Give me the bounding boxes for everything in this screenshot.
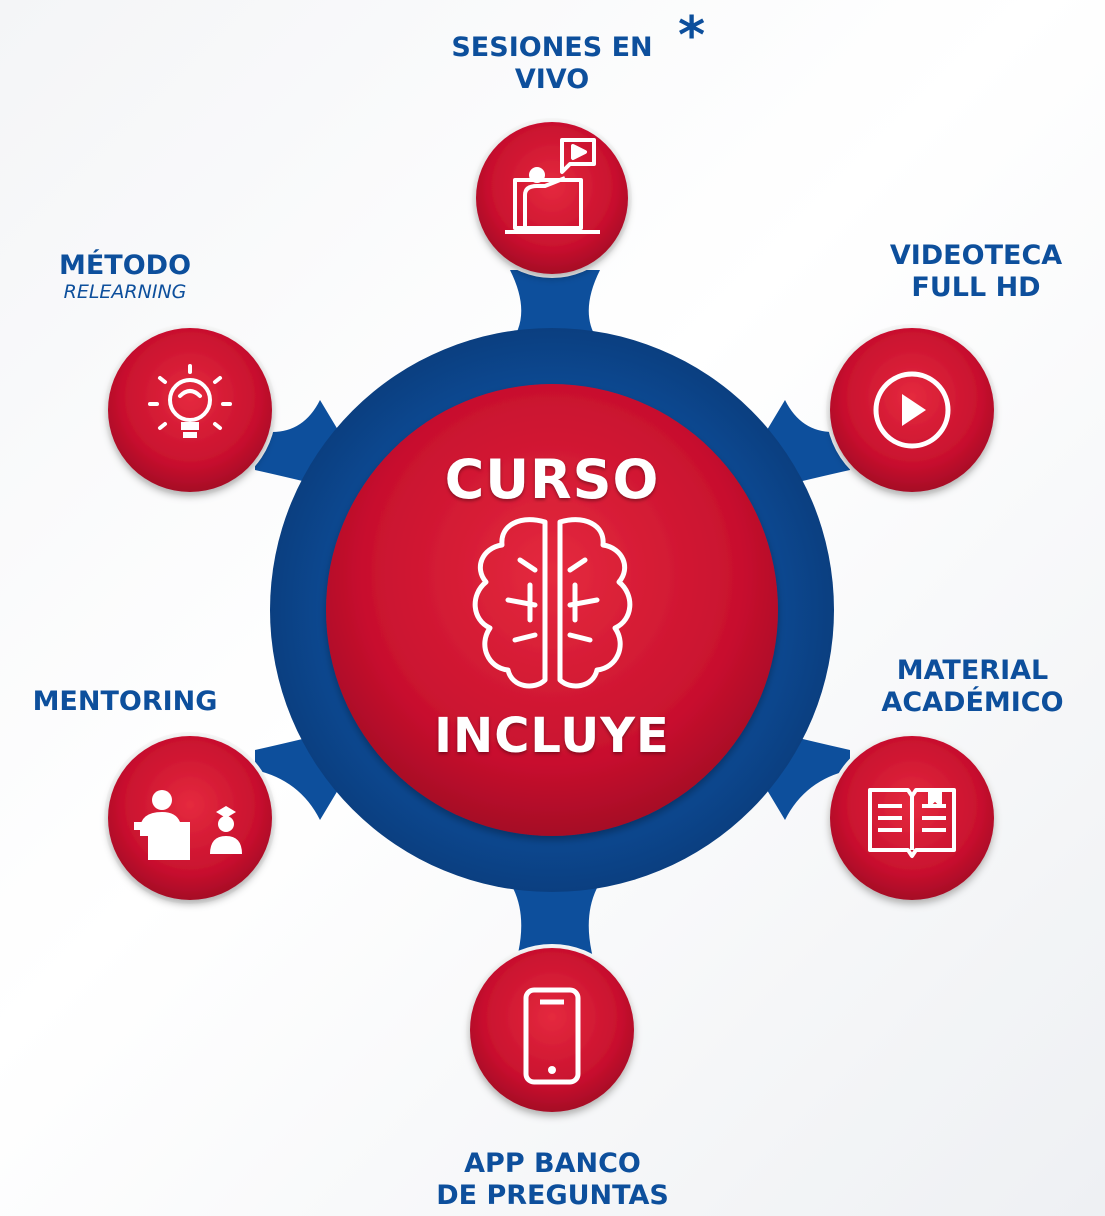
label-sesiones-line1: SESIONES EN (451, 32, 653, 63)
center-title-bottom: INCLUYE (434, 708, 670, 764)
label-mentoring: MENTORING (5, 686, 245, 718)
live-class-icon (505, 138, 600, 234)
play-icon (873, 371, 951, 449)
node-app[interactable] (466, 944, 638, 1116)
label-material-line1: MATERIAL (896, 655, 1049, 686)
label-sesiones-line2: VIVO (514, 64, 590, 96)
label-mentoring-line1: MENTORING (32, 686, 218, 717)
label-videoteca: VIDEOTECA FULL HD (856, 240, 1096, 305)
center-circle (326, 384, 778, 836)
lightbulb-icon (148, 364, 232, 438)
node-sesiones[interactable] (472, 118, 632, 278)
label-material: MATERIAL ACADÉMICO (845, 655, 1100, 720)
label-metodo: MÉTODO RELEARNING (15, 250, 235, 303)
label-videoteca-line2: FULL HD (911, 272, 1041, 304)
node-metodo[interactable] (104, 324, 276, 496)
label-material-line2: ACADÉMICO (881, 687, 1064, 719)
label-app-line1: APP BANCO (464, 1148, 641, 1179)
label-videoteca-line1: VIDEOTECA (889, 240, 1063, 271)
book-icon (868, 788, 956, 858)
label-metodo-subline: RELEARNING (63, 281, 187, 304)
label-sesiones: SESIONES EN VIVO (402, 32, 702, 97)
label-metodo-line1: MÉTODO (58, 250, 192, 281)
brain-icon (472, 517, 633, 689)
label-app-line2: DE PREGUNTAS (436, 1180, 669, 1212)
asterisk-marker: * (678, 6, 706, 66)
node-mentoring[interactable] (104, 732, 276, 904)
label-app: APP BANCO DE PREGUNTAS (380, 1148, 725, 1213)
center-title-top: CURSO (444, 448, 660, 511)
smartphone-icon (523, 987, 581, 1085)
mentoring-icon (134, 790, 242, 860)
